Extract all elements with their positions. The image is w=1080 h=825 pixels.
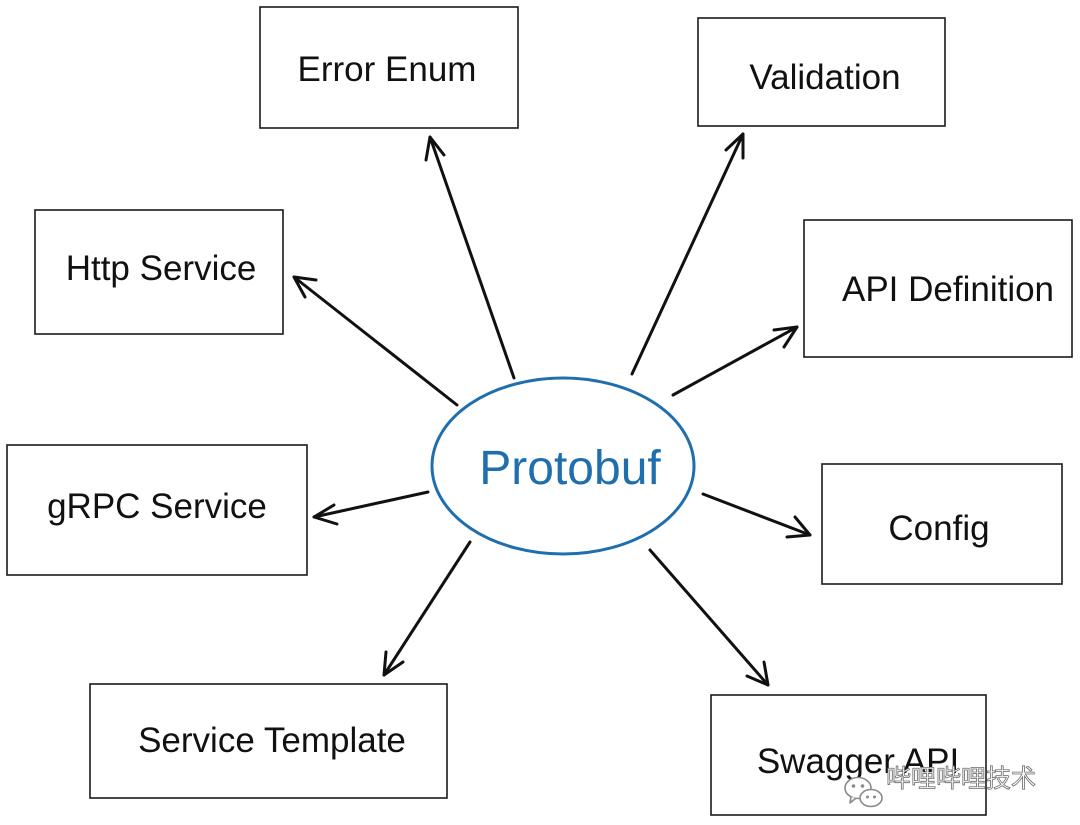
arrowhead-config: [785, 515, 812, 539]
arrowhead-validation: [724, 132, 745, 160]
watermark: 哔哩哔哩技术: [844, 764, 1036, 808]
arrowhead-error-enum: [424, 135, 446, 162]
node-service-template: Service Template: [89, 683, 448, 799]
edge-swagger-api: [648, 548, 770, 687]
edge-config: [701, 492, 812, 537]
arrowhead-grpc-service: [312, 503, 339, 526]
arrowhead-swagger-api: [745, 660, 770, 687]
center-label: Protobuf: [479, 442, 661, 495]
edge-validation: [630, 132, 745, 376]
node-config: Config: [821, 463, 1063, 585]
center-ellipse: [430, 376, 696, 556]
node-error-enum: Error Enum: [259, 6, 519, 129]
node-label: Http Service: [66, 249, 257, 288]
center-node-protobuf: Protobuf: [430, 376, 696, 556]
watermark-text: 哔哩哔哩技术: [886, 764, 1036, 793]
node-label: Service Template: [138, 721, 406, 760]
edge-api-definition: [671, 325, 799, 397]
wechat-icon: [844, 776, 883, 808]
node-label: API Definition: [842, 270, 1054, 309]
arrowhead-http-service: [292, 275, 318, 299]
edge-grpc-service: [312, 490, 430, 519]
edge-http-service: [292, 275, 459, 407]
node-label: gRPC Service: [47, 487, 267, 526]
node-label: Error Enum: [298, 50, 477, 89]
edge-error-enum: [428, 135, 516, 380]
edges-layer: [292, 132, 812, 687]
arrowhead-api-definition: [772, 325, 799, 349]
arrowhead-service-template: [382, 650, 405, 677]
node-http-service: Http Service: [34, 209, 284, 335]
edge-service-template: [382, 540, 472, 677]
node-grpc-service: gRPC Service: [6, 444, 308, 576]
node-label: Config: [888, 509, 989, 548]
node-label: Swagger API: [757, 742, 959, 781]
node-api-definition: API Definition: [803, 219, 1073, 358]
node-swagger-api: Swagger API: [710, 694, 987, 816]
node-label: Validation: [749, 58, 900, 97]
node-validation: Validation: [697, 17, 946, 127]
